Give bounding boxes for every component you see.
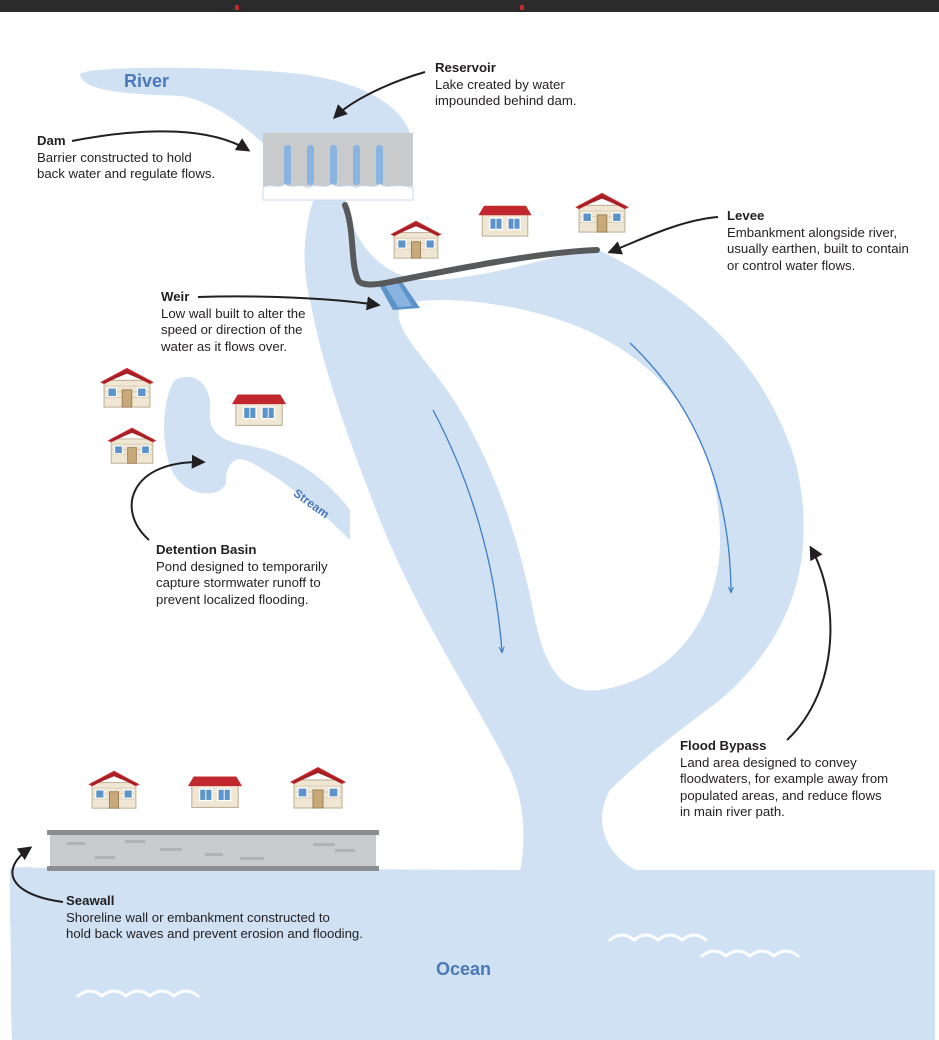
detention-basin-title: Detention Basin	[156, 542, 257, 557]
dam-description: Barrier constructed to hold back water a…	[37, 149, 216, 182]
house-icon	[187, 775, 243, 809]
seawall	[47, 830, 379, 871]
weir-title: Weir	[161, 289, 190, 304]
flow-arrow	[629, 342, 731, 592]
seawall-label: Seawall Shoreline wall or embankment con…	[66, 893, 363, 943]
ocean	[9, 867, 936, 1040]
dam-title: Dam	[37, 133, 66, 148]
flood-bypass-title: Flood Bypass	[680, 738, 767, 753]
flow-arrow	[432, 409, 502, 652]
pointer-arrows	[11, 71, 832, 903]
detention-basin-water	[164, 376, 350, 540]
house-icon	[289, 766, 347, 809]
top-bar-mark	[235, 5, 239, 10]
flood-bypass-label: Flood Bypass Land area designed to conve…	[680, 738, 888, 821]
levee-pointer	[607, 216, 719, 255]
dam-pointer	[71, 130, 251, 152]
detention-basin-pointer	[130, 454, 206, 541]
ocean-label: Ocean	[436, 959, 492, 979]
house-icon	[99, 367, 155, 408]
house-icon	[107, 427, 157, 464]
house-icon	[389, 220, 443, 259]
house-icon	[477, 205, 533, 237]
waves	[76, 933, 800, 998]
flood-bypass-description: Land area designed to convey floodwaters…	[680, 754, 889, 820]
seawall-description: Shoreline wall or embankment constructed…	[66, 909, 363, 942]
reservoir-description: Lake created by water impounded behind d…	[435, 76, 577, 109]
reservoir-pointer	[333, 71, 426, 119]
weir-label: Weir Low wall built to alter the speed o…	[161, 289, 305, 355]
weir-description: Low wall built to alter the speed or dir…	[161, 305, 306, 354]
weir-crest	[384, 283, 412, 307]
top-bar-mark	[520, 5, 524, 10]
top-bar	[0, 0, 939, 12]
reservoir-title: Reservoir	[435, 60, 496, 75]
flood-bypass-pointer	[786, 545, 832, 741]
island	[398, 300, 720, 691]
reservoir-label: Reservoir Lake created by water impounde…	[435, 60, 577, 110]
seawall-title: Seawall	[66, 893, 115, 908]
weir-pointer	[197, 295, 381, 311]
river-label: River	[124, 71, 170, 91]
house-icon	[574, 192, 630, 233]
levee-title: Levee	[727, 208, 765, 223]
detention-basin-description: Pond designed to temporarily capture sto…	[156, 558, 328, 607]
seawall-pointer	[11, 846, 64, 903]
house-icon	[231, 393, 287, 427]
dam-label: Dam Barrier constructed to hold back wat…	[37, 133, 215, 183]
house-icon	[87, 770, 141, 809]
detention-basin-label: Detention Basin Pond designed to tempora…	[156, 542, 328, 608]
levee	[342, 202, 600, 288]
levee-label: Levee Embankment alongside river, usuall…	[727, 208, 909, 274]
levee-description: Embankment alongside river, usually eart…	[727, 224, 909, 273]
dam	[262, 133, 414, 201]
